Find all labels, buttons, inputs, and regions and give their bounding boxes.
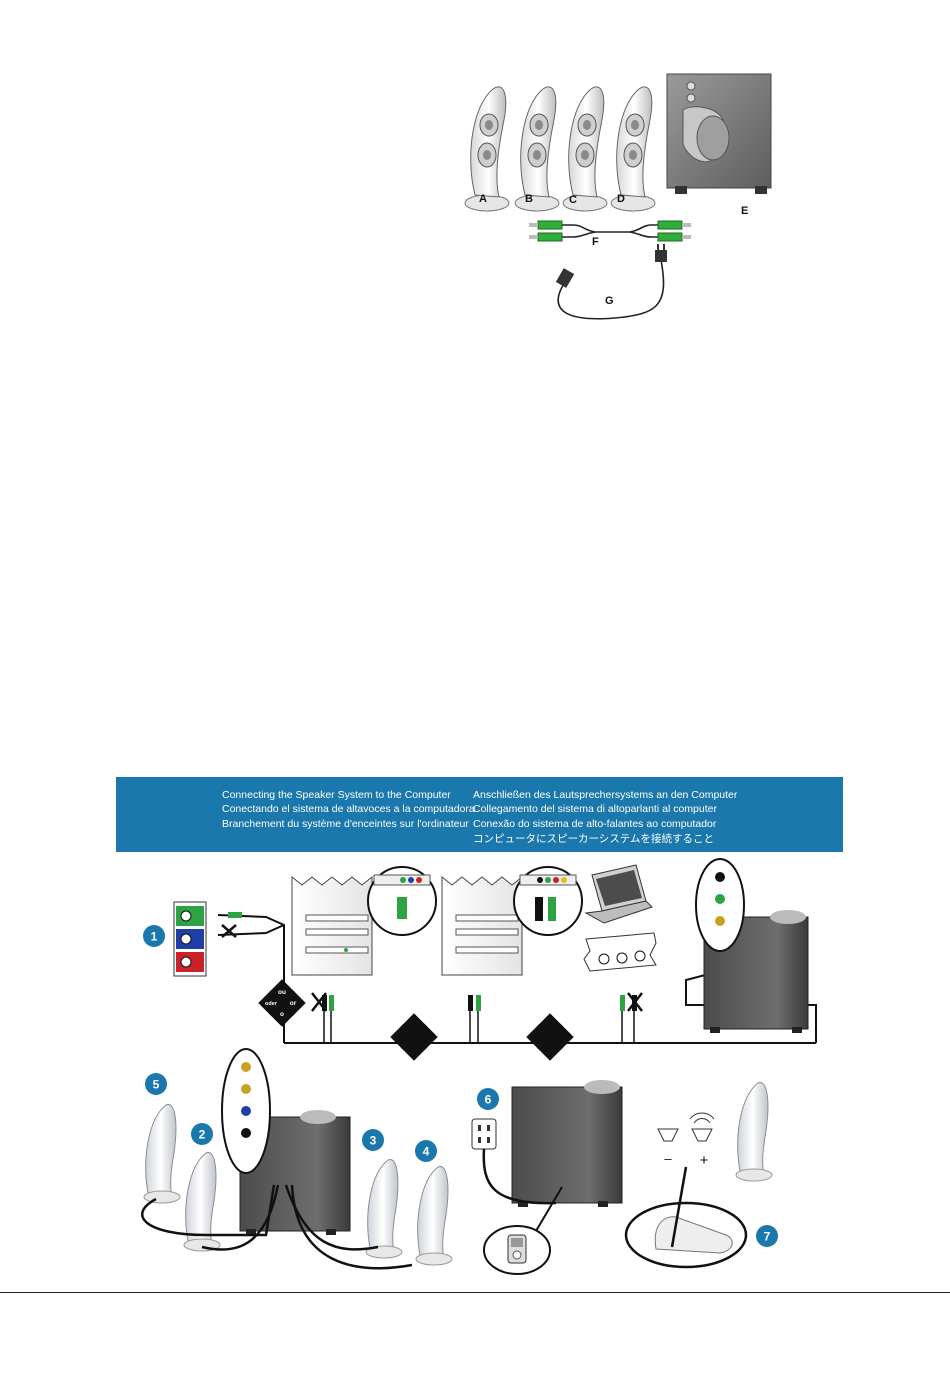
banner-title-es: Conectando el sistema de altavoces a la … — [222, 803, 475, 815]
banner-title-it: Collegamento del sistema di altoparlanti… — [473, 803, 717, 815]
splitter-cable-f — [555, 224, 665, 238]
part-label-b: B — [525, 193, 533, 205]
media-player-callout — [483, 1186, 563, 1275]
diamond-word-o: o — [280, 1011, 284, 1018]
step-marker-2: 2 — [191, 1123, 213, 1145]
part-label-f: F — [592, 236, 599, 248]
diamond-word-oder: oder — [265, 1001, 278, 1007]
step-marker-5: 5 — [145, 1073, 167, 1095]
subwoofer-top — [695, 858, 809, 1033]
connector-diamond-1: ou oder or o — [258, 979, 306, 1027]
power-cable-g — [555, 244, 667, 320]
banner-title-pt: Conexão do sistema de alto-falantes ao c… — [473, 818, 717, 830]
desktop-tower-2 — [441, 866, 583, 976]
subwoofer-bottom-middle — [511, 1080, 623, 1207]
speaker-base-callout — [624, 1166, 748, 1269]
banner-title-de: Anschließen des Lautsprechersystems an d… — [473, 789, 738, 801]
rear-satellite-left — [143, 1104, 181, 1204]
soundcard-jack-panel — [173, 901, 207, 977]
polarity-icons: – + — [657, 1112, 715, 1169]
polarity-minus: – — [664, 1151, 672, 1166]
connector-diamond-2 — [390, 1013, 438, 1061]
connection-diagram: ou oder or o — [141, 858, 817, 1275]
polarity-plus: + — [700, 1152, 709, 1169]
svg-text:3: 3 — [370, 1134, 377, 1148]
laptop — [583, 864, 657, 972]
power-outlet — [471, 1118, 557, 1205]
speaker-right-detail — [735, 1082, 773, 1182]
rear-satellite-4 — [415, 1166, 453, 1266]
footer-rule — [0, 1292, 950, 1293]
part-label-c: C — [569, 194, 577, 206]
part-label-a: A — [479, 193, 487, 205]
part-label-e: E — [741, 205, 748, 217]
svg-text:7: 7 — [764, 1230, 771, 1244]
banner-title-en: Connecting the Speaker System to the Com… — [222, 789, 451, 801]
banner-title-fr: Branchement du système d'enceintes sur l… — [222, 818, 469, 830]
svg-text:6: 6 — [485, 1093, 492, 1107]
part-label-g: G — [605, 295, 614, 307]
svg-text:1: 1 — [151, 930, 158, 944]
svg-text:4: 4 — [423, 1145, 430, 1159]
svg-text:5: 5 — [153, 1078, 160, 1092]
step-marker-7: 7 — [756, 1225, 778, 1247]
front-satellite-3 — [365, 1159, 403, 1259]
step-marker-1: 1 — [143, 925, 165, 947]
step-marker-3: 3 — [362, 1129, 384, 1151]
subwoofer-bottom-left — [221, 1048, 351, 1235]
satellite-speaker-a — [464, 86, 510, 212]
desktop-tower-1 — [291, 866, 437, 976]
banner-title-ja: コンピュータにスピーカーシステムを接続すること — [473, 833, 714, 845]
connector-diamond-3 — [526, 1013, 574, 1061]
step-marker-6: 6 — [477, 1088, 499, 1110]
satellite-speaker-c — [562, 86, 608, 212]
diamond-word-ou: ou — [278, 989, 286, 996]
satellite-speaker-b — [514, 86, 560, 212]
subwoofer-e — [666, 73, 772, 194]
svg-text:2: 2 — [199, 1128, 206, 1142]
parts-illustration: A B C D E F G — [464, 73, 772, 320]
step-marker-4: 4 — [415, 1140, 437, 1162]
part-label-d: D — [617, 193, 625, 205]
diamond-word-or: or — [290, 1000, 297, 1007]
connection-banner: Connecting the Speaker System to the Com… — [116, 777, 843, 852]
